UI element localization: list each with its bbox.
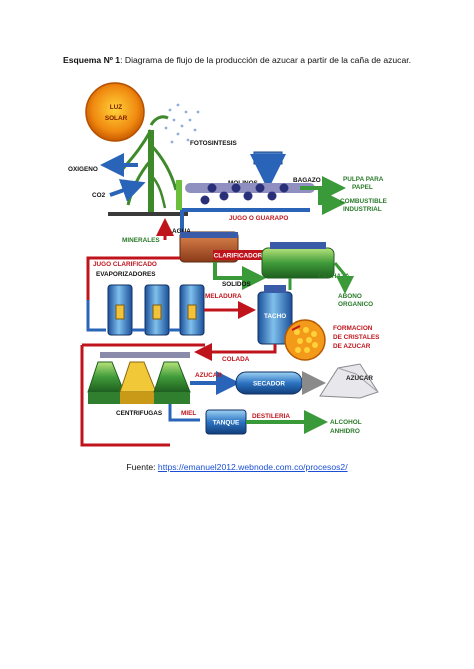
formacion-label-1: FORMACION	[333, 325, 373, 332]
centrifuga-2	[120, 362, 156, 404]
jugo-clarificado-label: JUGO CLARIFICADO	[93, 261, 157, 268]
solidos-arrow	[215, 262, 258, 278]
evaporizador-3	[180, 285, 204, 335]
centrifuga-3	[154, 362, 190, 404]
solar-label: SOLAR	[105, 115, 128, 122]
colada-label: COLADA	[222, 356, 250, 363]
alcohol-label-1: ALCOHOL	[330, 419, 362, 426]
minerales-label: MINERALES	[122, 237, 160, 244]
pulpa-label-2: PAPEL	[352, 184, 373, 191]
ground-line	[108, 212, 188, 216]
cut-cane-icon	[176, 180, 182, 210]
miel-label: MIEL	[181, 410, 196, 417]
evaporizador-2	[145, 285, 169, 335]
bagazo-arrow-combustible	[320, 188, 338, 203]
co2-label: CO2	[92, 192, 106, 199]
source-line: Fuente: https://emanuel2012.webnode.com.…	[0, 462, 474, 472]
tanque-label: TANQUE	[213, 420, 240, 427]
azucar-pile-label: AZUCAR	[346, 375, 373, 382]
secador-label: SECADOR	[253, 381, 285, 388]
fotosintesis-label: FOTOSINTESIS	[190, 140, 237, 147]
source-link[interactable]: https://emanuel2012.webnode.com.co/proce…	[158, 462, 348, 472]
evaporizadores-label: EVAPORIZADORES	[96, 271, 156, 278]
formacion-label-3: DE AZUCAR	[333, 343, 371, 350]
solidos-label: SOLIDOS	[222, 281, 251, 288]
meladura-label: MELADURA	[205, 293, 242, 300]
alcohol-label-2: ANHIDRO	[330, 428, 360, 435]
centrifuga-feed-rail	[100, 352, 190, 358]
rain-icon	[165, 104, 200, 144]
destileria-label: DESTILERIA	[252, 413, 290, 420]
clarificador-label: CLARIFICADOR	[214, 253, 263, 260]
sun-icon	[86, 83, 144, 141]
source-prefix: Fuente:	[126, 462, 158, 472]
bagazo-label: BAGAZO	[293, 177, 321, 184]
pulpa-label-1: PULPA PARA	[343, 176, 384, 183]
luz-label: LUZ	[110, 104, 123, 111]
tacho-label: TACHO	[264, 313, 286, 320]
oxigeno-label: OXIGENO	[68, 166, 98, 173]
abono-label-1: ABONO	[338, 293, 362, 300]
evaporizador-1	[108, 285, 132, 335]
agua-top-label: AGUA	[259, 156, 278, 163]
centrifuga-1	[88, 362, 124, 404]
jugo-guarapo-label: JUGO O GUARAPO	[229, 215, 288, 222]
crystals-icon	[285, 320, 325, 360]
colada-arrow	[200, 344, 275, 352]
centrifugas-label: CENTRIFUGAS	[116, 410, 163, 417]
combustible-label-1: COMBUSTIBLE	[340, 198, 388, 205]
formacion-label-2: DE CRISTALES	[333, 334, 380, 341]
azucar-label: AZUCAR	[195, 372, 222, 379]
evap-inlet-pipe	[88, 300, 106, 330]
abono-label-2: ORGANICO	[338, 301, 373, 308]
combustible-label-2: INDUSTRIAL	[343, 206, 382, 213]
